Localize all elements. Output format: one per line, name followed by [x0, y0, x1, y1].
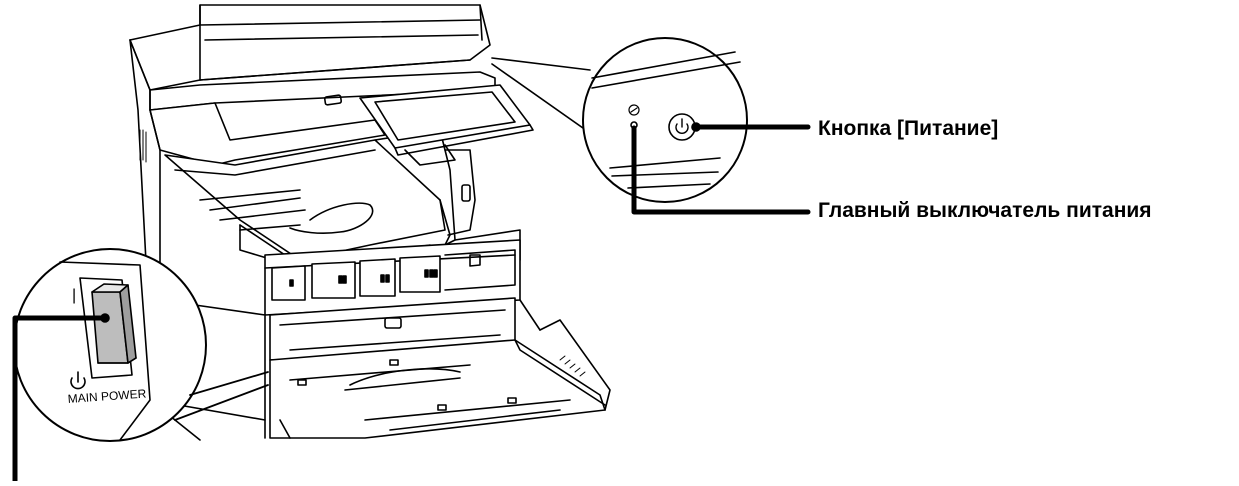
- on-mark: |: [72, 287, 76, 304]
- main-power-switch-label: Главный выключатель питания: [818, 199, 1152, 222]
- power-symbol-icon: [675, 123, 689, 134]
- main-power-marking: MAIN POWER: [67, 387, 147, 406]
- standby-power-icon: [70, 371, 86, 390]
- main-power-switch-icon: [91, 283, 137, 364]
- power-save-icon: [628, 104, 640, 116]
- main-power-callout: | MAIN POWER: [12, 248, 269, 484]
- power-button-callout: [491, 37, 811, 215]
- power-button-label: Кнопка [Питание]: [818, 117, 999, 140]
